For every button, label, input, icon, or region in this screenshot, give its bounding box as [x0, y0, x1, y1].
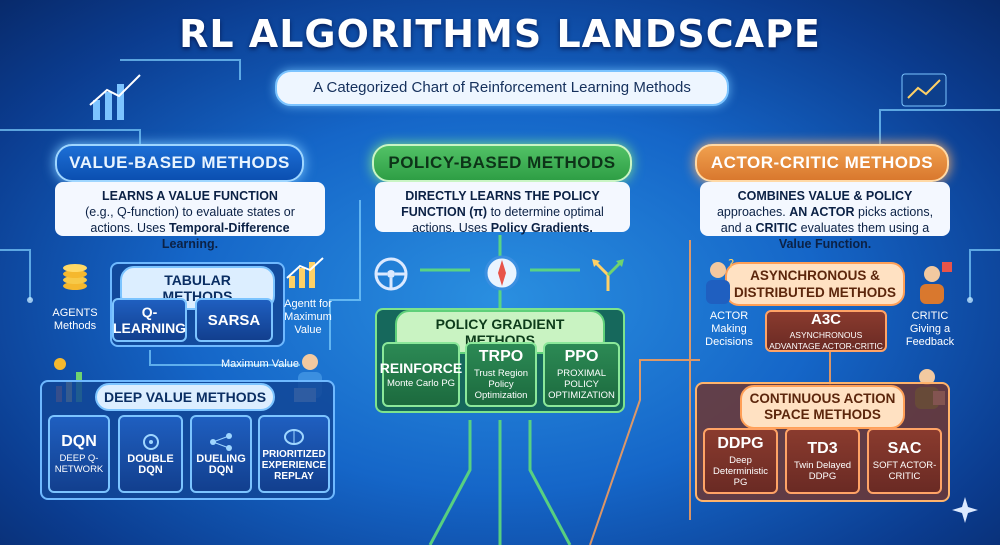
trpo-sublabel: Trust Region Policy Optimization — [473, 368, 529, 401]
ddpg-label: DDPG — [717, 434, 764, 452]
svg-text:?: ? — [728, 258, 734, 271]
line-chart-icon — [900, 72, 950, 117]
policy-desc-bold: DIRECTLY LEARNS THE POLICY FUNCTION (π) — [401, 189, 600, 219]
critic-person-icon — [910, 260, 955, 305]
prioritized-replay-label: PRIORITIZED EXPERIENCE REPLAY — [261, 448, 327, 482]
a3c-label: A3C — [810, 310, 841, 328]
dueling-dqn-label: DUELING DQN — [196, 453, 246, 476]
policy-desc-bold2: Policy Gradients. — [490, 221, 593, 235]
deep-value-methods-header: DEEP VALUE METHODS — [95, 383, 275, 411]
double-dqn-label: DOUBLE DQN — [127, 453, 174, 476]
reinforce-label: REINFORCE — [379, 360, 463, 376]
value-based-header: VALUE-BASED METHODS — [55, 144, 304, 182]
actor-desc-bold4: Value Function. — [778, 237, 872, 251]
reinforce-sublabel: Monte Carlo PG — [386, 378, 456, 389]
actor-desc-text3: evaluates them using a — [800, 221, 930, 235]
trpo-label: TRPO — [478, 348, 524, 365]
policy-based-description: DIRECTLY LEARNS THE POLICY FUNCTION (π) … — [375, 182, 630, 235]
td3-sublabel: Twin Delayed DDPG — [793, 460, 852, 482]
dqn-sublabel: DEEP Q-NETWORK — [54, 453, 104, 475]
sac-sublabel: SOFT ACTOR-CRITIC — [872, 460, 937, 482]
ppo-sublabel: PROXIMAL POLICY OPTIMIZATION — [548, 368, 615, 401]
graph-nodes-icon — [210, 433, 232, 451]
sac-label: SAC — [887, 440, 922, 457]
policy-based-header: POLICY-BASED METHODS — [372, 144, 632, 182]
maximum-value-label: Maximum Value — [220, 358, 300, 370]
actor-critic-description: COMBINES VALUE & POLICY approaches. AN A… — [700, 182, 950, 251]
td3-card[interactable]: TD3 Twin Delayed DDPG — [785, 428, 860, 494]
sarsa-label: SARSA — [207, 311, 261, 329]
actor-critic-header: ACTOR-CRITIC METHODS — [695, 144, 949, 182]
sac-card[interactable]: SAC SOFT ACTOR-CRITIC — [867, 428, 942, 494]
actor-desc-text2: picks actions, and a — [720, 205, 934, 235]
actor-label: ACTOR Making Decisions — [705, 310, 753, 348]
page-title: RL ALGORITHMS LANDSCAPE — [179, 12, 821, 56]
value-desc-text: (e.g., Q-function) to evaluate states or… — [85, 205, 295, 235]
ppo-card[interactable]: PPO PROXIMAL POLICY OPTIMIZATION — [543, 342, 620, 407]
page-subtitle: A Categorized Chart of Reinforcement Lea… — [275, 70, 729, 106]
agent-max-value-label: Agentt for Maximum Value — [284, 298, 332, 336]
a3c-card[interactable]: A3C ASYNCHRONOUS ADVANTAGE ACTOR-CRITIC — [765, 310, 887, 352]
dqn-card[interactable]: DQN DEEP Q-NETWORK — [48, 415, 110, 493]
prioritized-replay-card[interactable]: PRIORITIZED EXPERIENCE REPLAY — [258, 415, 330, 493]
actor-desc-bold2: AN ACTOR — [789, 205, 855, 219]
double-dqn-card[interactable]: DOUBLE DQN — [118, 415, 183, 493]
sparkle-icon — [950, 495, 980, 525]
q-learning-label: Q-LEARNING — [112, 304, 187, 336]
policy-desc-text: to determine optimal actions. Uses — [412, 205, 604, 235]
network-icon — [142, 434, 159, 450]
steering-wheel-icon — [372, 255, 410, 293]
value-desc-bold: LEARNS A VALUE FUNCTION — [102, 189, 278, 203]
async-methods-header: ASYNCHRONOUS & DISTRIBUTED METHODS — [725, 262, 905, 306]
value-based-description: LEARNS A VALUE FUNCTION (e.g., Q-functio… — [55, 182, 325, 251]
trpo-card[interactable]: TRPO Trust Region Policy Optimization — [465, 342, 537, 407]
actor-desc-bold: COMBINES VALUE & POLICY — [737, 189, 913, 203]
coins-icon — [60, 258, 90, 293]
dqn-label: DQN — [61, 433, 97, 450]
td3-label: TD3 — [807, 440, 838, 457]
dueling-dqn-card[interactable]: DUELING DQN — [190, 415, 252, 493]
bar-chart-icon — [285, 256, 325, 291]
critic-label: CRITIC Giving a Feedback — [905, 310, 955, 348]
ddpg-card[interactable]: DDPG Deep Deterministic PG — [703, 428, 778, 494]
ppo-label: PPO — [564, 348, 599, 365]
sarsa-card[interactable]: SARSA — [195, 298, 273, 342]
value-desc-bold2: Temporal-Difference Learning. — [161, 221, 290, 251]
agents-methods-label: AGENTS Methods — [52, 307, 98, 332]
compass-icon — [482, 253, 522, 293]
reinforce-card[interactable]: REINFORCE Monte Carlo PG — [379, 342, 463, 407]
ddpg-sublabel: Deep Deterministic PG — [713, 454, 768, 488]
actor-person-icon: ? — [698, 258, 738, 306]
split-arrows-icon — [588, 255, 628, 293]
brain-icon — [284, 428, 304, 445]
continuous-action-header: CONTINUOUS ACTION SPACE METHODS — [740, 385, 905, 429]
growth-chart-icon — [85, 70, 145, 125]
actor-desc-bold3: CRITIC — [755, 221, 798, 235]
a3c-sublabel: ASYNCHRONOUS ADVANTAGE ACTOR-CRITIC — [769, 329, 883, 351]
q-learning-card[interactable]: Q-LEARNING — [112, 298, 187, 342]
actor-desc-text: approaches. — [716, 205, 786, 219]
